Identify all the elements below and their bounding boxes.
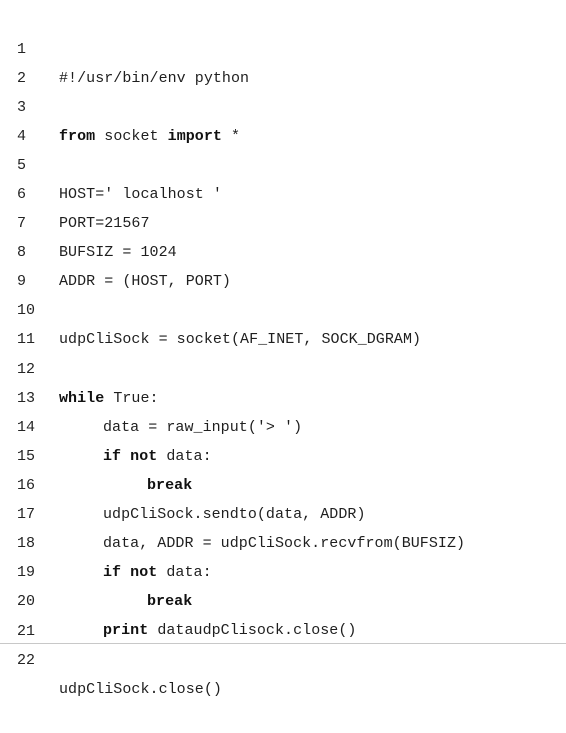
line-number-20: 20: [17, 593, 36, 610]
line-number-9: 9: [17, 273, 27, 290]
code-line-16: 16 udpCliSock.sendto(data, ADDR): [0, 442, 566, 523]
code-line-13: 13 data = raw_input('> '): [0, 355, 566, 436]
code-line-10: 10 udpCliSock = socket(AF_INET, SOCK_DGR…: [0, 267, 566, 348]
code-text-13: data = raw_input('> '): [103, 419, 303, 436]
code-line-12: 12 while True:: [0, 326, 566, 407]
code-text-6: PORT=21567: [59, 215, 150, 232]
if-not-keyword: if not: [103, 564, 158, 581]
line-number-11: 11: [17, 331, 36, 348]
code-text-14: if not data:: [103, 442, 212, 471]
code-text-15: break: [147, 471, 192, 500]
print-expression-text: dataudpClisock.close(): [148, 622, 357, 639]
while-condition-text: True:: [104, 390, 159, 407]
line-number-19: 19: [17, 564, 36, 581]
code-line-18: 18 if not data:: [0, 500, 566, 581]
code-line-17: 17 data, ADDR = udpCliSock.recvfrom(BUFS…: [0, 471, 566, 552]
code-text-22: udpCliSock.close(): [59, 681, 222, 698]
code-line-8: 8 ADDR = (HOST, PORT): [0, 209, 566, 290]
line-number-17: 17: [17, 506, 36, 523]
code-line-4: 4: [0, 93, 566, 145]
while-keyword: while: [59, 390, 105, 407]
line-number-12: 12: [17, 361, 36, 378]
code-text-16: udpCliSock.sendto(data, ADDR): [103, 506, 366, 523]
break-keyword: break: [147, 593, 193, 610]
line-number-18: 18: [17, 535, 36, 552]
code-line-2: 2: [0, 35, 566, 87]
code-text-18: if not data:: [103, 558, 212, 587]
code-line-22: 22 udpCliSock.close(): [0, 617, 566, 698]
code-line-7: 7 BUFSIZ = 1024: [0, 180, 566, 261]
python-code-listing: 1 #!/usr/bin/env python 2 3 from socket …: [0, 6, 566, 698]
code-line-11: 11: [0, 296, 566, 348]
line-number-6: 6: [17, 186, 27, 203]
code-line-6: 6 PORT=21567: [0, 151, 566, 232]
if-not-keyword: if not: [103, 448, 158, 465]
import-keyword: import: [167, 128, 222, 145]
line-number-22: 22: [17, 652, 36, 669]
code-text-8: ADDR = (HOST, PORT): [59, 273, 231, 290]
code-text-1: #!/usr/bin/env python: [59, 70, 250, 87]
code-text-3: from socket import *: [59, 122, 240, 151]
line-number-4: 4: [17, 128, 27, 145]
import-wildcard: *: [221, 128, 241, 145]
code-line-19: 19 break: [0, 529, 566, 610]
code-line-5: 5 HOST=' localhost ': [0, 122, 566, 203]
code-text-17: data, ADDR = udpCliSock.recvfrom(BUFSIZ): [103, 535, 466, 552]
line-number-16: 16: [17, 477, 36, 494]
line-number-2: 2: [17, 70, 27, 87]
if-condition-text: data:: [157, 448, 212, 465]
line-number-5: 5: [17, 157, 27, 174]
code-line-14: 14 if not data:: [0, 384, 566, 465]
code-line-9: 9: [0, 238, 566, 290]
code-line-21: 21: [0, 588, 566, 640]
from-keyword: from: [59, 128, 96, 145]
line-number-3: 3: [17, 99, 27, 116]
code-line-1: 1 #!/usr/bin/env python: [0, 6, 566, 87]
line-number-7: 7: [17, 215, 27, 232]
if-condition-text: data:: [157, 564, 212, 581]
break-keyword: break: [147, 477, 193, 494]
print-keyword: print: [103, 622, 149, 639]
socket-module-text: socket: [95, 128, 168, 145]
line-number-15: 15: [17, 448, 36, 465]
line-number-1: 1: [17, 41, 27, 58]
code-line-15: 15 break: [0, 413, 566, 494]
code-line-20: 20 print dataudpClisock.close(): [0, 558, 566, 639]
code-text-10: udpCliSock = socket(AF_INET, SOCK_DGRAM): [59, 331, 422, 348]
code-text-12: while True:: [59, 384, 159, 413]
code-text-20: print dataudpClisock.close(): [103, 616, 356, 645]
line-number-8: 8: [17, 244, 27, 261]
line-number-21: 21: [17, 623, 36, 640]
line-number-13: 13: [17, 390, 36, 407]
code-text-19: break: [147, 587, 192, 616]
code-text-5: HOST=' localhost ': [59, 186, 222, 203]
code-text-7: BUFSIZ = 1024: [59, 244, 177, 261]
code-line-3: 3 from socket import *: [0, 64, 566, 145]
line-number-14: 14: [17, 419, 36, 436]
line-number-10: 10: [17, 302, 36, 319]
